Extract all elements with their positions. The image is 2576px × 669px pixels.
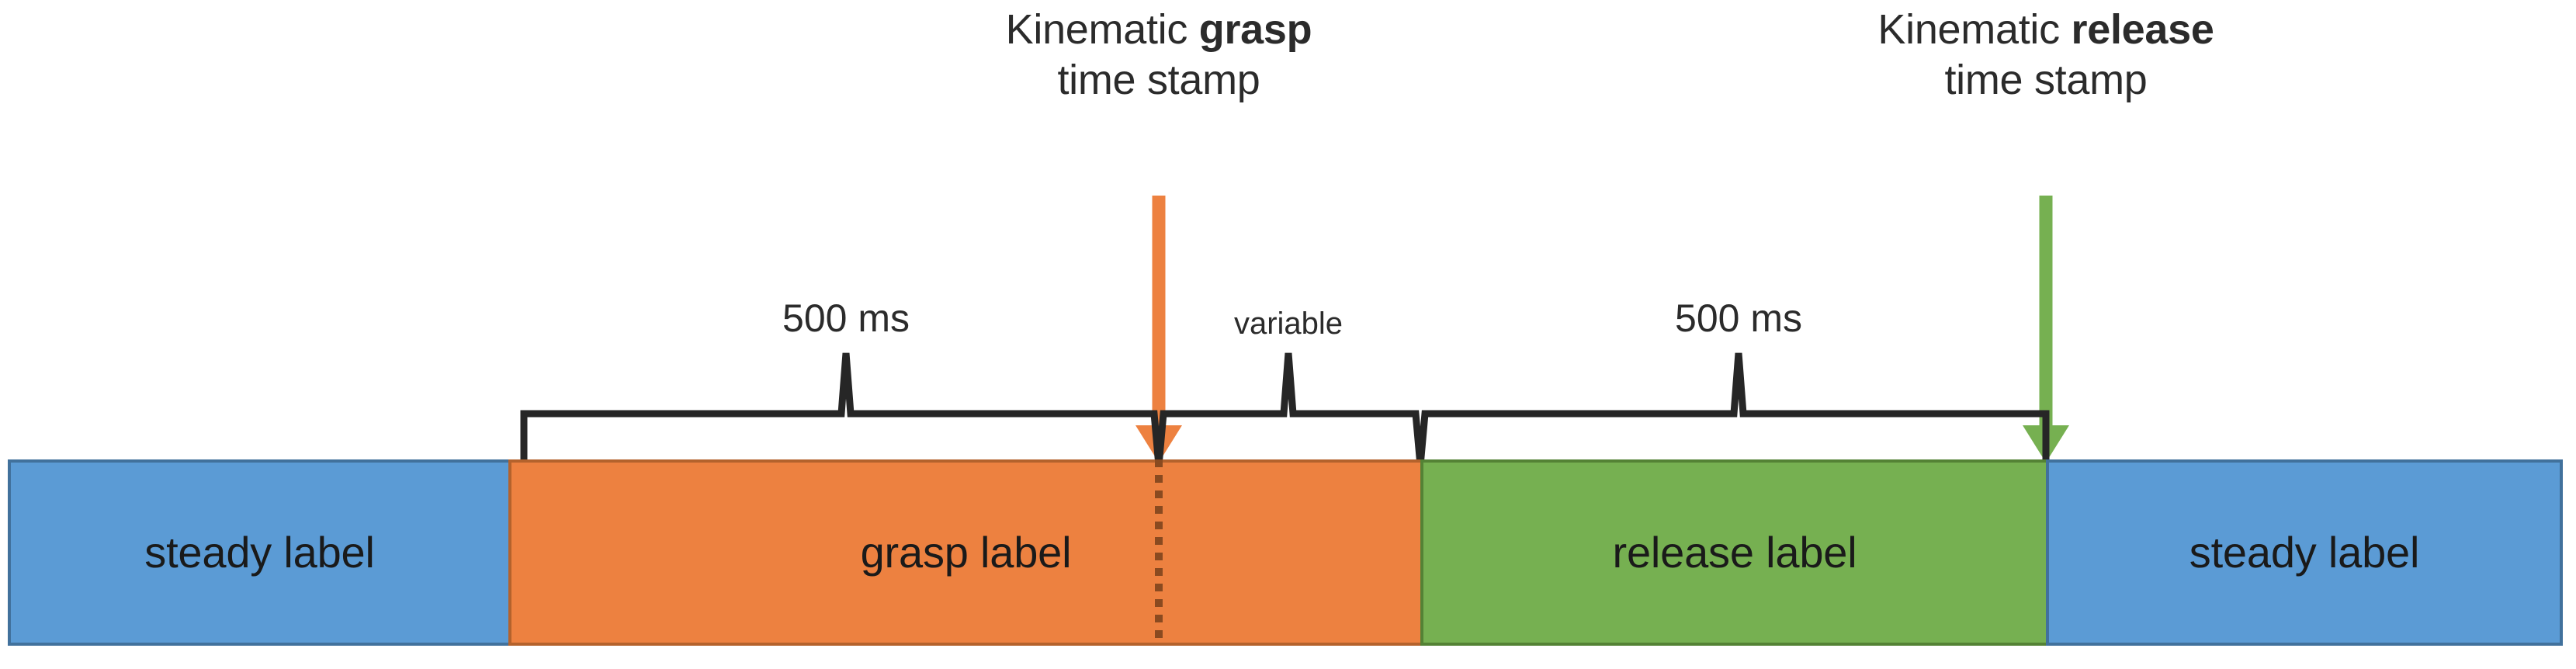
grasp-callout-prefix: Kinematic xyxy=(1005,6,1199,53)
release-callout-line2: time stamp xyxy=(1944,56,2148,103)
release-callout-emphasis: release xyxy=(2071,6,2214,53)
release-callout-prefix: Kinematic xyxy=(1877,6,2072,53)
bar-segment-grasp[interactable]: grasp label xyxy=(508,459,1420,646)
bar-segment-label: grasp label xyxy=(860,528,1072,577)
bar-segment-steady-left[interactable]: steady label xyxy=(8,459,508,646)
release-timestamp-callout: Kinematic release time stamp xyxy=(1877,5,2214,106)
release-arrow-head-icon xyxy=(2023,425,2069,463)
bar-segment-steady-right[interactable]: steady label xyxy=(2046,459,2563,646)
bar-segment-release[interactable]: release label xyxy=(1420,459,2046,646)
duration-label-pre-grasp: 500 ms xyxy=(782,296,910,340)
bar-segment-label: steady label xyxy=(144,528,375,577)
grasp-callout-line2: time stamp xyxy=(1057,56,1260,103)
grasp-callout-emphasis: grasp xyxy=(1198,6,1312,53)
label-timeline-bar: steady label grasp label release label s… xyxy=(8,459,2563,646)
grasp-timestamp-callout: Kinematic grasp time stamp xyxy=(1006,5,1312,106)
release-arrow-shaft-icon xyxy=(2039,196,2053,430)
bar-segment-label: steady label xyxy=(2189,528,2420,577)
brace-pre-grasp-path xyxy=(520,352,2050,466)
duration-label-variable: variable xyxy=(1233,307,1343,341)
bar-segment-label: release label xyxy=(1612,528,1857,577)
grasp-timestamp-dotted-marker xyxy=(1155,459,1163,646)
grasp-arrow-shaft-icon xyxy=(1152,196,1166,430)
duration-label-pre-release: 500 ms xyxy=(1675,296,1802,340)
grasp-arrow-head-icon xyxy=(1135,425,1182,463)
